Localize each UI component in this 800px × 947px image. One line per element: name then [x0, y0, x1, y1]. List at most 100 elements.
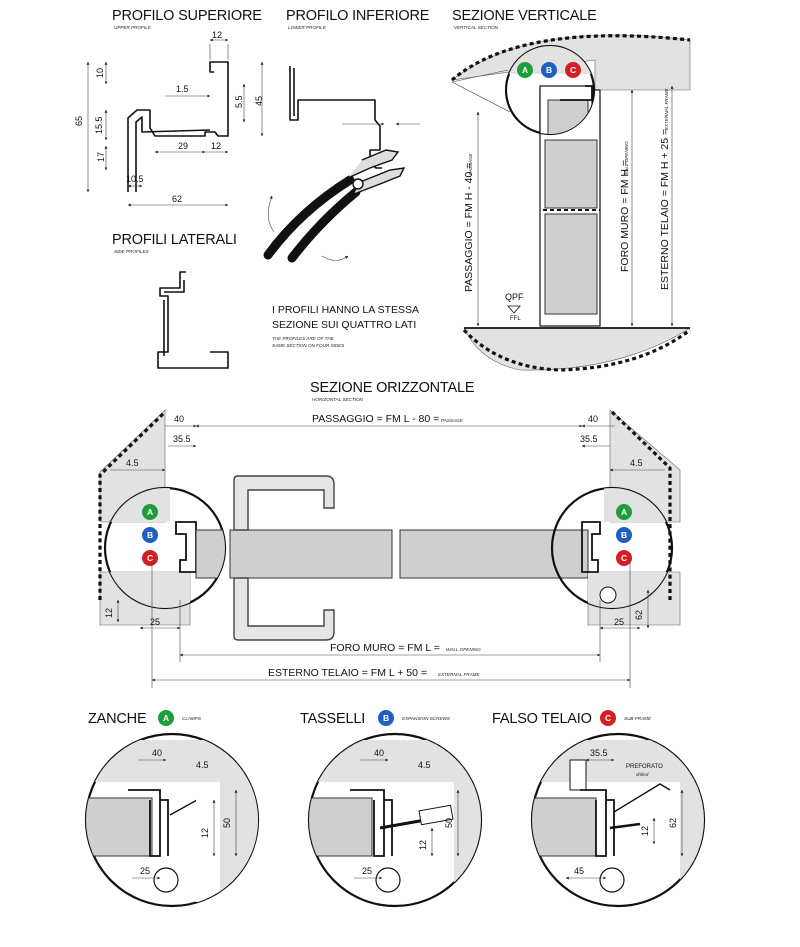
- h-wall-opening-label: FORO MURO = FM L =: [330, 642, 440, 654]
- vertical-external-frame-label: ESTERNO TELAIO = FM H + 25 =: [659, 129, 671, 290]
- door-panel-upper: [544, 139, 598, 209]
- svg-text:C: C: [605, 713, 611, 723]
- side-profiles-title: PROFILI LATERALI: [112, 232, 237, 248]
- svg-text:B: B: [383, 713, 389, 723]
- badge-a-vertical: [517, 62, 533, 78]
- upper-profile-title: PROFILO SUPERIORE: [112, 8, 262, 24]
- detail-subframe-title: FALSO TELAIO: [492, 711, 592, 727]
- svg-text:50: 50: [222, 818, 232, 828]
- svg-text:C: C: [621, 553, 627, 563]
- svg-text:A: A: [147, 507, 153, 517]
- badge-a-detail: [158, 710, 174, 726]
- svg-text:25: 25: [140, 866, 150, 876]
- svg-text:CLAMPS: CLAMPS: [182, 716, 202, 721]
- door-handle-top: [233, 475, 335, 531]
- h-dim-40-left: 40: [174, 414, 184, 424]
- svg-text:SUB-FRAME: SUB-FRAME: [624, 716, 652, 721]
- dim-65: 65: [74, 116, 84, 126]
- detail-sub-frame: FALSO TELAIO C SUB-FRAME 35.5 PREFORATO …: [492, 710, 706, 908]
- door-leaf-right: [399, 529, 589, 579]
- svg-text:C: C: [147, 553, 153, 563]
- badge-a-left: [142, 504, 158, 520]
- dim-45: 45: [254, 96, 264, 106]
- same-section-note-2: SEZIONE SUI QUATTRO LATI: [272, 319, 416, 331]
- dim-15-5: 15.5: [94, 116, 104, 134]
- side-profile-group: PROFILI LATERALI SIDE PROFILES: [112, 232, 237, 369]
- svg-text:45: 45: [574, 866, 584, 876]
- badge-b-vertical: [541, 62, 557, 78]
- detail-expansion-screws: TASSELLI B EXPANSION SCREWS 40 4.5 12 50…: [300, 710, 483, 908]
- vertical-wall-opening-label: FORO MURO = FM H =: [619, 160, 631, 272]
- dim-62: 62: [172, 194, 182, 204]
- svg-text:PASSAGE: PASSAGE: [441, 418, 464, 423]
- svg-text:A: A: [621, 507, 627, 517]
- svg-text:EXPANSION SCREWS: EXPANSION SCREWS: [402, 716, 451, 721]
- vertical-section-title: SEZIONE VERTICALE: [452, 8, 597, 24]
- pliers-tool: [263, 149, 406, 263]
- svg-text:12: 12: [200, 828, 210, 838]
- door-panel-lower: [544, 213, 598, 315]
- dim-10-5: 10.5: [126, 174, 144, 184]
- vertical-section-subtitle: VERTICAL SECTION: [454, 25, 499, 30]
- detail-screws-title: TASSELLI: [300, 711, 365, 727]
- h-passage-label: PASSAGGIO = FM L - 80 =: [312, 413, 439, 425]
- side-profiles-subtitle: SIDE PROFILES: [114, 249, 150, 254]
- svg-text:WALL OPENING: WALL OPENING: [446, 647, 481, 652]
- dim-10: 10: [95, 68, 105, 78]
- svg-text:12: 12: [418, 840, 428, 850]
- badge-c-detail: [600, 710, 616, 726]
- dim-5-5: 5.5: [234, 95, 244, 108]
- vertical-section-group: SEZIONE VERTICALE VERTICAL SECTION A B C: [450, 8, 692, 372]
- badge-c-right: [616, 550, 632, 566]
- lower-profile-shape: [289, 66, 382, 169]
- svg-text:PASSAGE: PASSAGE: [468, 152, 473, 175]
- svg-text:25: 25: [362, 866, 372, 876]
- svg-text:A: A: [522, 65, 528, 75]
- svg-text:4.5: 4.5: [418, 760, 431, 770]
- floor-slab: [463, 327, 692, 371]
- svg-text:FFL: FFL: [510, 316, 521, 322]
- side-profile-shape: [157, 271, 229, 369]
- h-dim-40-right: 40: [588, 414, 598, 424]
- horizontal-section-group: SEZIONE ORIZZONTALE HORIZONTAL SECTION: [98, 380, 681, 688]
- badge-a-right: [616, 504, 632, 520]
- svg-text:EXTERNAL FRAME: EXTERNAL FRAME: [438, 672, 480, 677]
- svg-text:EXTERNAL FRAME: EXTERNAL FRAME: [664, 88, 669, 130]
- svg-text:4.5: 4.5: [196, 760, 209, 770]
- svg-text:40: 40: [374, 748, 384, 758]
- door-handle-bottom: [233, 577, 335, 641]
- badge-b-right: [616, 527, 632, 543]
- upper-profile-subtitle: UPPER PROFILE: [114, 25, 152, 30]
- lower-profile-title: PROFILO INFERIORE: [286, 8, 430, 24]
- badge-c-left: [142, 550, 158, 566]
- svg-text:drilled: drilled: [636, 772, 649, 777]
- svg-text:C: C: [570, 65, 576, 75]
- svg-text:B: B: [621, 530, 627, 540]
- lower-profile-group: PROFILO INFERIORE LOWER PROFILE I PROFIL…: [263, 8, 430, 348]
- svg-text:62: 62: [668, 818, 678, 828]
- h-dim-4-5-left: 4.5: [126, 458, 139, 468]
- horizontal-section-subtitle: HORIZONTAL SECTION: [312, 397, 364, 402]
- detail-clamps: ZANCHE A CLAMPS 40 4.5 12 50 25: [84, 710, 260, 908]
- svg-text:50: 50: [444, 818, 454, 828]
- svg-text:40: 40: [152, 748, 162, 758]
- svg-text:A: A: [163, 713, 169, 723]
- h-dim-4-5-right: 4.5: [630, 458, 643, 468]
- upper-profile-shape: [127, 61, 229, 192]
- h-dim-35-5-right: 35.5: [580, 434, 598, 444]
- dim-29: 29: [178, 141, 188, 151]
- svg-text:WALL OPENING: WALL OPENING: [624, 141, 629, 176]
- svg-text:B: B: [147, 530, 153, 540]
- h-dim-12: 12: [104, 608, 114, 618]
- lower-profile-subtitle: LOWER PROFILE: [288, 25, 327, 30]
- dim-1-5: 1.5: [176, 84, 189, 94]
- detail-clamps-title: ZANCHE: [88, 711, 147, 727]
- badge-b-left: [142, 527, 158, 543]
- dim-17: 17: [96, 152, 106, 162]
- h-dim-25-right: 25: [614, 617, 624, 627]
- svg-text:12: 12: [640, 826, 650, 836]
- svg-text:B: B: [546, 65, 552, 75]
- h-dim-35-5-left: 35.5: [173, 434, 191, 444]
- h-external-frame-label: ESTERNO TELAIO = FM L + 50 =: [268, 667, 427, 679]
